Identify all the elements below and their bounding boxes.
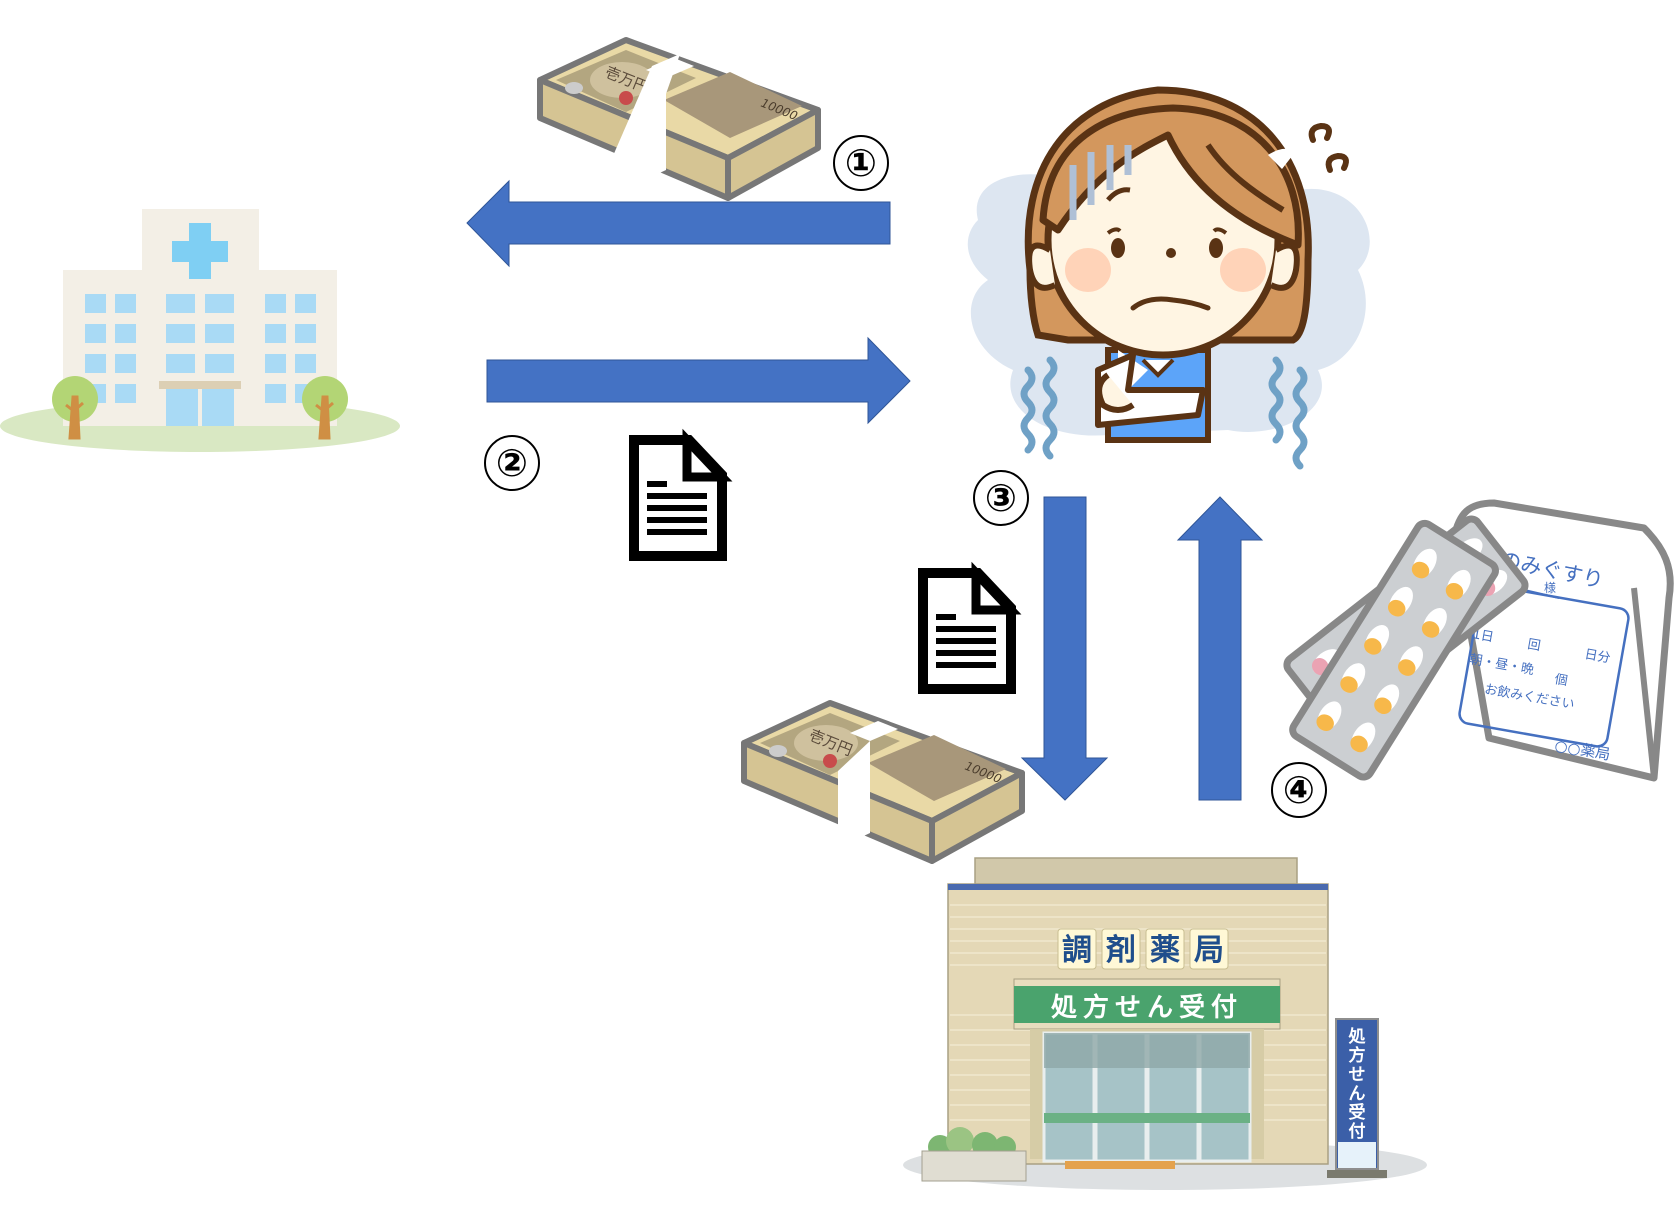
- arrow-step2-to-patient: [486, 336, 911, 425]
- blister-pack-icon: [1289, 519, 1499, 781]
- medicine-bag-name-suffix: 様: [1544, 581, 1556, 595]
- stand-sign-char: せ: [1349, 1065, 1366, 1085]
- medicine-bag-line: 日分: [1583, 647, 1611, 666]
- arrow-step1-to-hospital: [466, 179, 891, 268]
- shiver-lines-icon: [1020, 356, 1308, 470]
- hospital-cross-icon: [172, 223, 228, 279]
- medicine-illustration: のみぐすり 様 1日 回 日分 朝・昼・晩 個 お飲みください ○○薬局: [1254, 488, 1678, 788]
- hospital-entrance-door: [166, 389, 234, 426]
- pharmacy-stand-sign: 処 方 せ ん 受 付: [1327, 1018, 1387, 1183]
- stand-sign-char: 処: [1348, 1027, 1366, 1047]
- stand-sign-char: ん: [1349, 1084, 1366, 1104]
- pharmacy-title-char: 剤: [1105, 933, 1136, 968]
- pharmacy-illustration: 調 剤 薬 局 処方せん受付: [890, 855, 1446, 1200]
- stand-sign-char: 方: [1349, 1045, 1366, 1066]
- step-number-3: ③: [973, 470, 1029, 526]
- money-stack-icon: 壱万円 10000: [738, 683, 1026, 865]
- step-number-1: ①: [833, 135, 889, 191]
- arrow-step4-to-patient: [1176, 496, 1264, 801]
- pharmacy-reception-sign: [1014, 986, 1280, 1023]
- medicine-bag-line: 個: [1553, 672, 1568, 689]
- pharmacy-title-char: 局: [1194, 933, 1224, 968]
- pharmacy-doormat: [1065, 1161, 1175, 1169]
- money-stack-icon: 壱万円 10000: [534, 20, 822, 202]
- pharmacy-reception-sign-text: 処方せん受付: [1051, 992, 1243, 1023]
- arrow-step3-to-pharmacy: [1020, 496, 1109, 801]
- tree-icon: [302, 376, 348, 440]
- planter-icon: [921, 1127, 1027, 1182]
- hospital-body: [63, 270, 337, 426]
- step-number-4: ④: [1271, 762, 1327, 818]
- stand-sign-char: 付: [1349, 1121, 1366, 1142]
- prescription-document-icon: [918, 561, 1022, 694]
- medicine-bag-line: 1日: [1471, 627, 1495, 645]
- worry-symbol-icon: [1308, 122, 1349, 173]
- patient-illustration: [958, 70, 1378, 470]
- hospital-illustration: [0, 200, 402, 460]
- step-number-2: ②: [484, 435, 540, 491]
- pharmacy-title-char: 薬: [1150, 933, 1180, 968]
- hospital-entrance-canopy: [159, 381, 241, 389]
- tree-icon: [52, 376, 98, 440]
- pharmacy-title-sign: 調 剤 薬 局: [1057, 928, 1229, 970]
- pharmacy-roof: [974, 857, 1298, 885]
- stand-sign-char: 受: [1349, 1102, 1366, 1123]
- pharmacy-title-char: 調: [1062, 933, 1092, 968]
- prescription-document-icon: [629, 428, 733, 561]
- medicine-bag-line: 回: [1526, 637, 1541, 654]
